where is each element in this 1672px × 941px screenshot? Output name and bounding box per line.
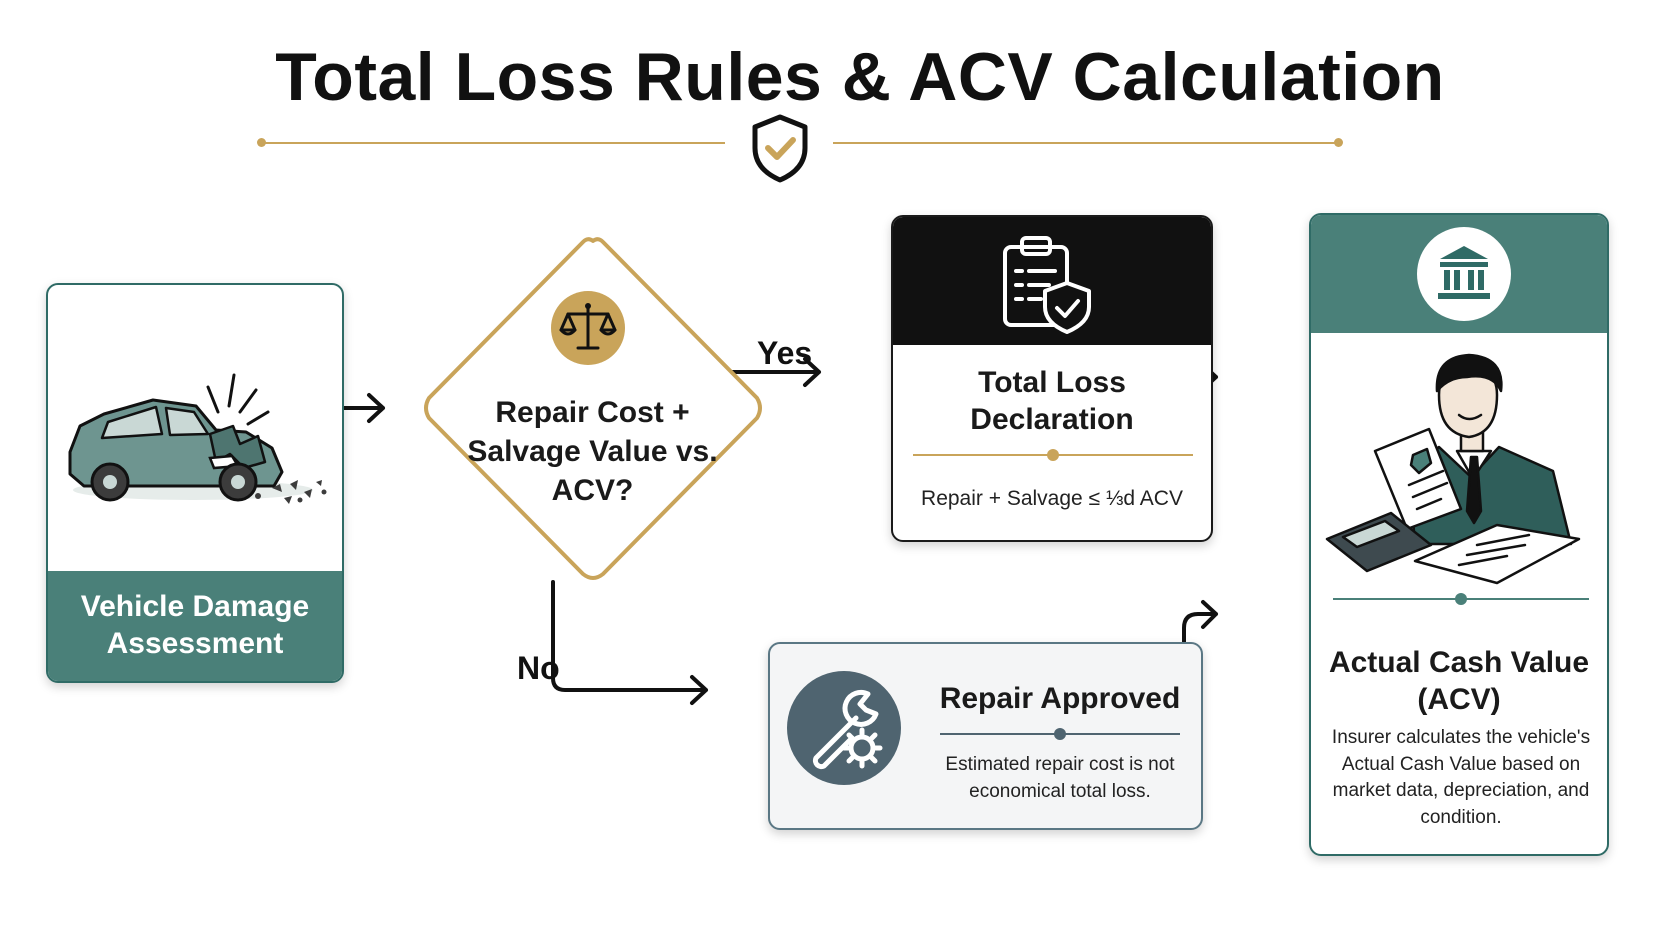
page-title: Total Loss Rules & ACV Calculation (275, 39, 1445, 115)
decision-diamond (424, 237, 762, 580)
repair-divider-dot (1054, 728, 1066, 740)
vehicle-damage-assessment-label: Vehicle Damage Assessment (48, 571, 342, 681)
yes-label: Yes (757, 335, 813, 371)
acv-divider-dot (1455, 593, 1467, 605)
damaged-car-icon (68, 373, 327, 504)
bank-icon (1417, 227, 1511, 321)
scales-icon (551, 291, 625, 365)
actual-cash-value-card: Actual Cash Value (ACV) Insurer calculat… (1309, 213, 1609, 856)
appraiser-with-calculator-icon (1325, 353, 1581, 585)
total-loss-rule: Repair + Salvage ≤ ⅓d ACV (921, 487, 1183, 510)
acv-description: Insurer calculates the vehicle's Actual … (1331, 727, 1591, 828)
header-rule-right (833, 142, 1338, 144)
wrench-gear-icon (787, 671, 901, 785)
header-rule-left-dot (257, 138, 266, 147)
vehicle-damage-assessment-card: Vehicle Damage Assessment (46, 283, 344, 683)
decision-label: Repair Cost + Salvage Value vs. ACV? (467, 396, 718, 507)
repair-approved-title: Repair Approved (939, 682, 1181, 715)
shield-check-icon (752, 114, 808, 183)
clipboard-shield-icon (1003, 236, 1091, 334)
header-rule-left (262, 142, 725, 144)
repair-approved-description: Estimated repair cost is not economical … (945, 754, 1175, 802)
total-loss-declaration-card: Total Loss Declaration Repair + Salvage … (891, 215, 1213, 542)
total-loss-divider-dot (1047, 449, 1059, 461)
arrow-no-to-repair (551, 580, 708, 705)
acv-header (1311, 215, 1607, 333)
no-label: No (517, 650, 560, 686)
total-loss-title: Total Loss Declaration (970, 366, 1134, 436)
acv-title: Actual Cash Value (ACV) (1328, 646, 1590, 716)
total-loss-header (893, 217, 1211, 345)
header-rule-right-dot (1334, 138, 1343, 147)
repair-approved-card: Repair Approved Estimated repair cost is… (768, 642, 1203, 830)
